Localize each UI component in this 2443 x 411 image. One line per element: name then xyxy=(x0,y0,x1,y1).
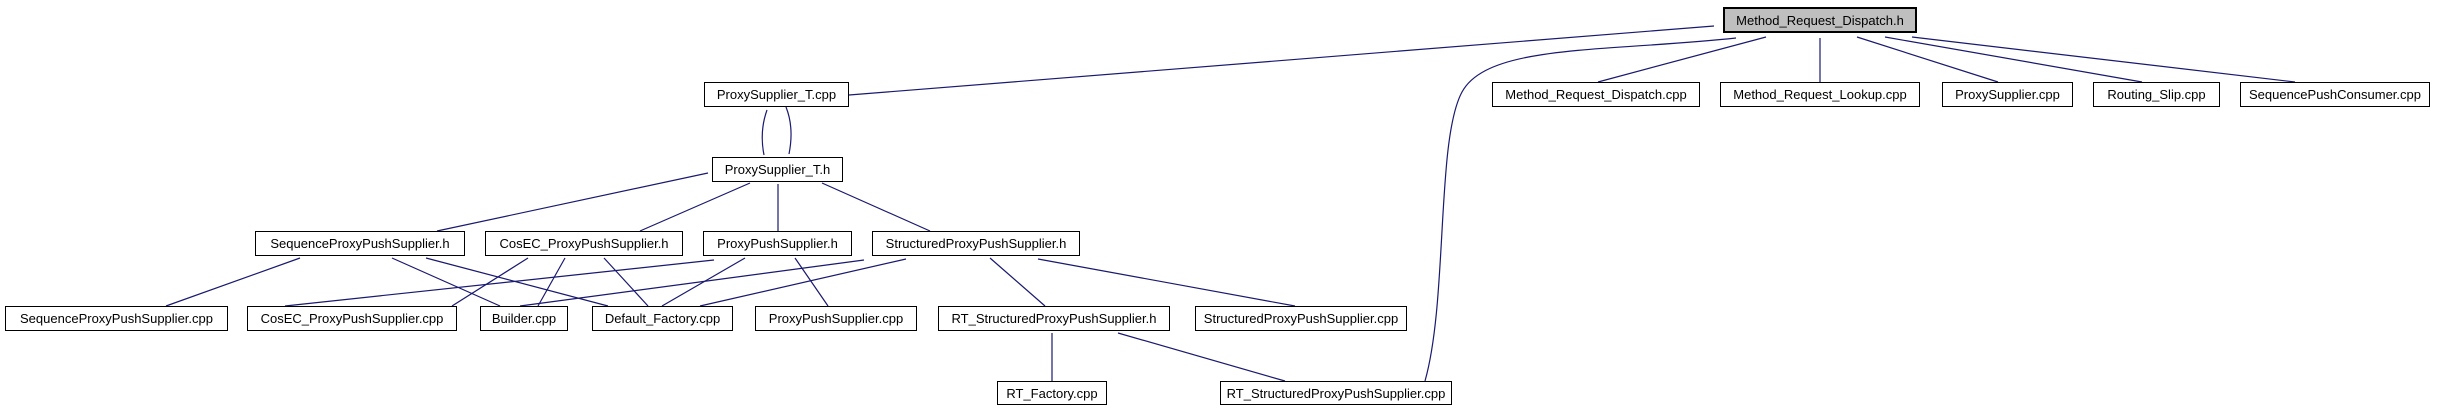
edge-builder-cpp-to-sequenceproxypushsupplier-h xyxy=(391,257,501,307)
edge-routing-slip-cpp-to-method-request-dispatch-h xyxy=(1884,36,2143,83)
node-proxysupplier-t-cpp[interactable]: ProxySupplier_T.cpp xyxy=(704,82,849,107)
edge-proxysupplier-t-h-to-proxysupplier-t-cpp xyxy=(761,109,768,156)
node-rt-structuredproxypushsupplier-h[interactable]: RT_StructuredProxyPushSupplier.h xyxy=(938,306,1170,331)
edge-rt-structuredproxypushsupplier-h-to-structuredproxypushsupplier-h xyxy=(989,257,1046,307)
edge-method-request-dispatch-cpp-to-method-request-dispatch-h xyxy=(1597,36,1767,83)
edge-structuredproxypushsupplier-cpp-to-structuredproxypushsupplier-h xyxy=(1037,258,1296,307)
edge-cosec-proxypushsupplier-cpp-to-proxypushsupplier-h xyxy=(284,259,715,307)
node-method-request-lookup-cpp[interactable]: Method_Request_Lookup.cpp xyxy=(1720,82,1920,107)
edge-rt-structuredproxypushsupplier-cpp-to-rt-structuredproxypushsupplier-h xyxy=(1117,332,1286,382)
node-rt-factory-cpp[interactable]: RT_Factory.cpp xyxy=(997,381,1107,405)
edge-default-factory-cpp-to-structuredproxypushsupplier-h xyxy=(699,258,907,307)
node-proxypushsupplier-cpp[interactable]: ProxyPushSupplier.cpp xyxy=(755,306,917,331)
node-structuredproxypushsupplier-h[interactable]: StructuredProxyPushSupplier.h xyxy=(872,231,1080,256)
node-rt-structuredproxypushsupplier-cpp[interactable]: RT_StructuredProxyPushSupplier.cpp xyxy=(1220,381,1452,405)
edge-proxysupplier-t-cpp-to-method-request-dispatch-h xyxy=(848,25,1715,96)
node-proxysupplier-t-h[interactable]: ProxySupplier_T.h xyxy=(712,157,843,182)
edge-proxysupplier-t-cpp-to-proxysupplier-t-h xyxy=(785,106,792,155)
node-builder-cpp[interactable]: Builder.cpp xyxy=(480,306,568,331)
edge-cosec-proxypushsupplier-h-to-proxysupplier-t-h xyxy=(639,182,751,232)
node-structuredproxypushsupplier-cpp[interactable]: StructuredProxyPushSupplier.cpp xyxy=(1195,306,1407,331)
edge-sequenceproxypushsupplier-h-to-proxysupplier-t-h xyxy=(436,172,709,232)
edge-sequenceproxypushsupplier-cpp-to-sequenceproxypushsupplier-h xyxy=(165,257,301,307)
edge-proxysupplier-cpp-to-method-request-dispatch-h xyxy=(1856,36,1999,83)
node-routing-slip-cpp[interactable]: Routing_Slip.cpp xyxy=(2093,82,2220,107)
node-cosec-proxypushsupplier-cpp[interactable]: CosEC_ProxyPushSupplier.cpp xyxy=(247,306,457,331)
node-sequenceproxypushsupplier-h[interactable]: SequenceProxyPushSupplier.h xyxy=(255,231,465,256)
edge-proxypushsupplier-cpp-to-proxypushsupplier-h xyxy=(794,257,829,307)
node-sequencepushconsumer-cpp[interactable]: SequencePushConsumer.cpp xyxy=(2240,82,2430,107)
node-sequenceproxypushsupplier-cpp[interactable]: SequenceProxyPushSupplier.cpp xyxy=(5,306,228,331)
node-proxypushsupplier-h[interactable]: ProxyPushSupplier.h xyxy=(703,231,852,256)
edge-builder-cpp-to-structuredproxypushsupplier-h xyxy=(519,259,865,307)
node-method-request-dispatch-h[interactable]: Method_Request_Dispatch.h xyxy=(1723,7,1917,33)
node-default-factory-cpp[interactable]: Default_Factory.cpp xyxy=(592,306,733,331)
edge-builder-cpp-to-cosec-proxypushsupplier-h xyxy=(537,257,566,307)
edge-cosec-proxypushsupplier-cpp-to-cosec-proxypushsupplier-h xyxy=(451,257,529,307)
edge-structuredproxypushsupplier-h-to-proxysupplier-t-h xyxy=(821,182,931,232)
node-proxysupplier-cpp[interactable]: ProxySupplier.cpp xyxy=(1942,82,2073,107)
edge-rt-structuredproxypushsupplier-cpp-to-method-request-dispatch-h xyxy=(1424,37,1737,382)
node-cosec-proxypushsupplier-h[interactable]: CosEC_ProxyPushSupplier.h xyxy=(485,231,683,256)
edge-default-factory-cpp-to-cosec-proxypushsupplier-h xyxy=(603,257,649,307)
node-method-request-dispatch-cpp[interactable]: Method_Request_Dispatch.cpp xyxy=(1492,82,1700,107)
edge-sequencepushconsumer-cpp-to-method-request-dispatch-h xyxy=(1911,36,2296,83)
